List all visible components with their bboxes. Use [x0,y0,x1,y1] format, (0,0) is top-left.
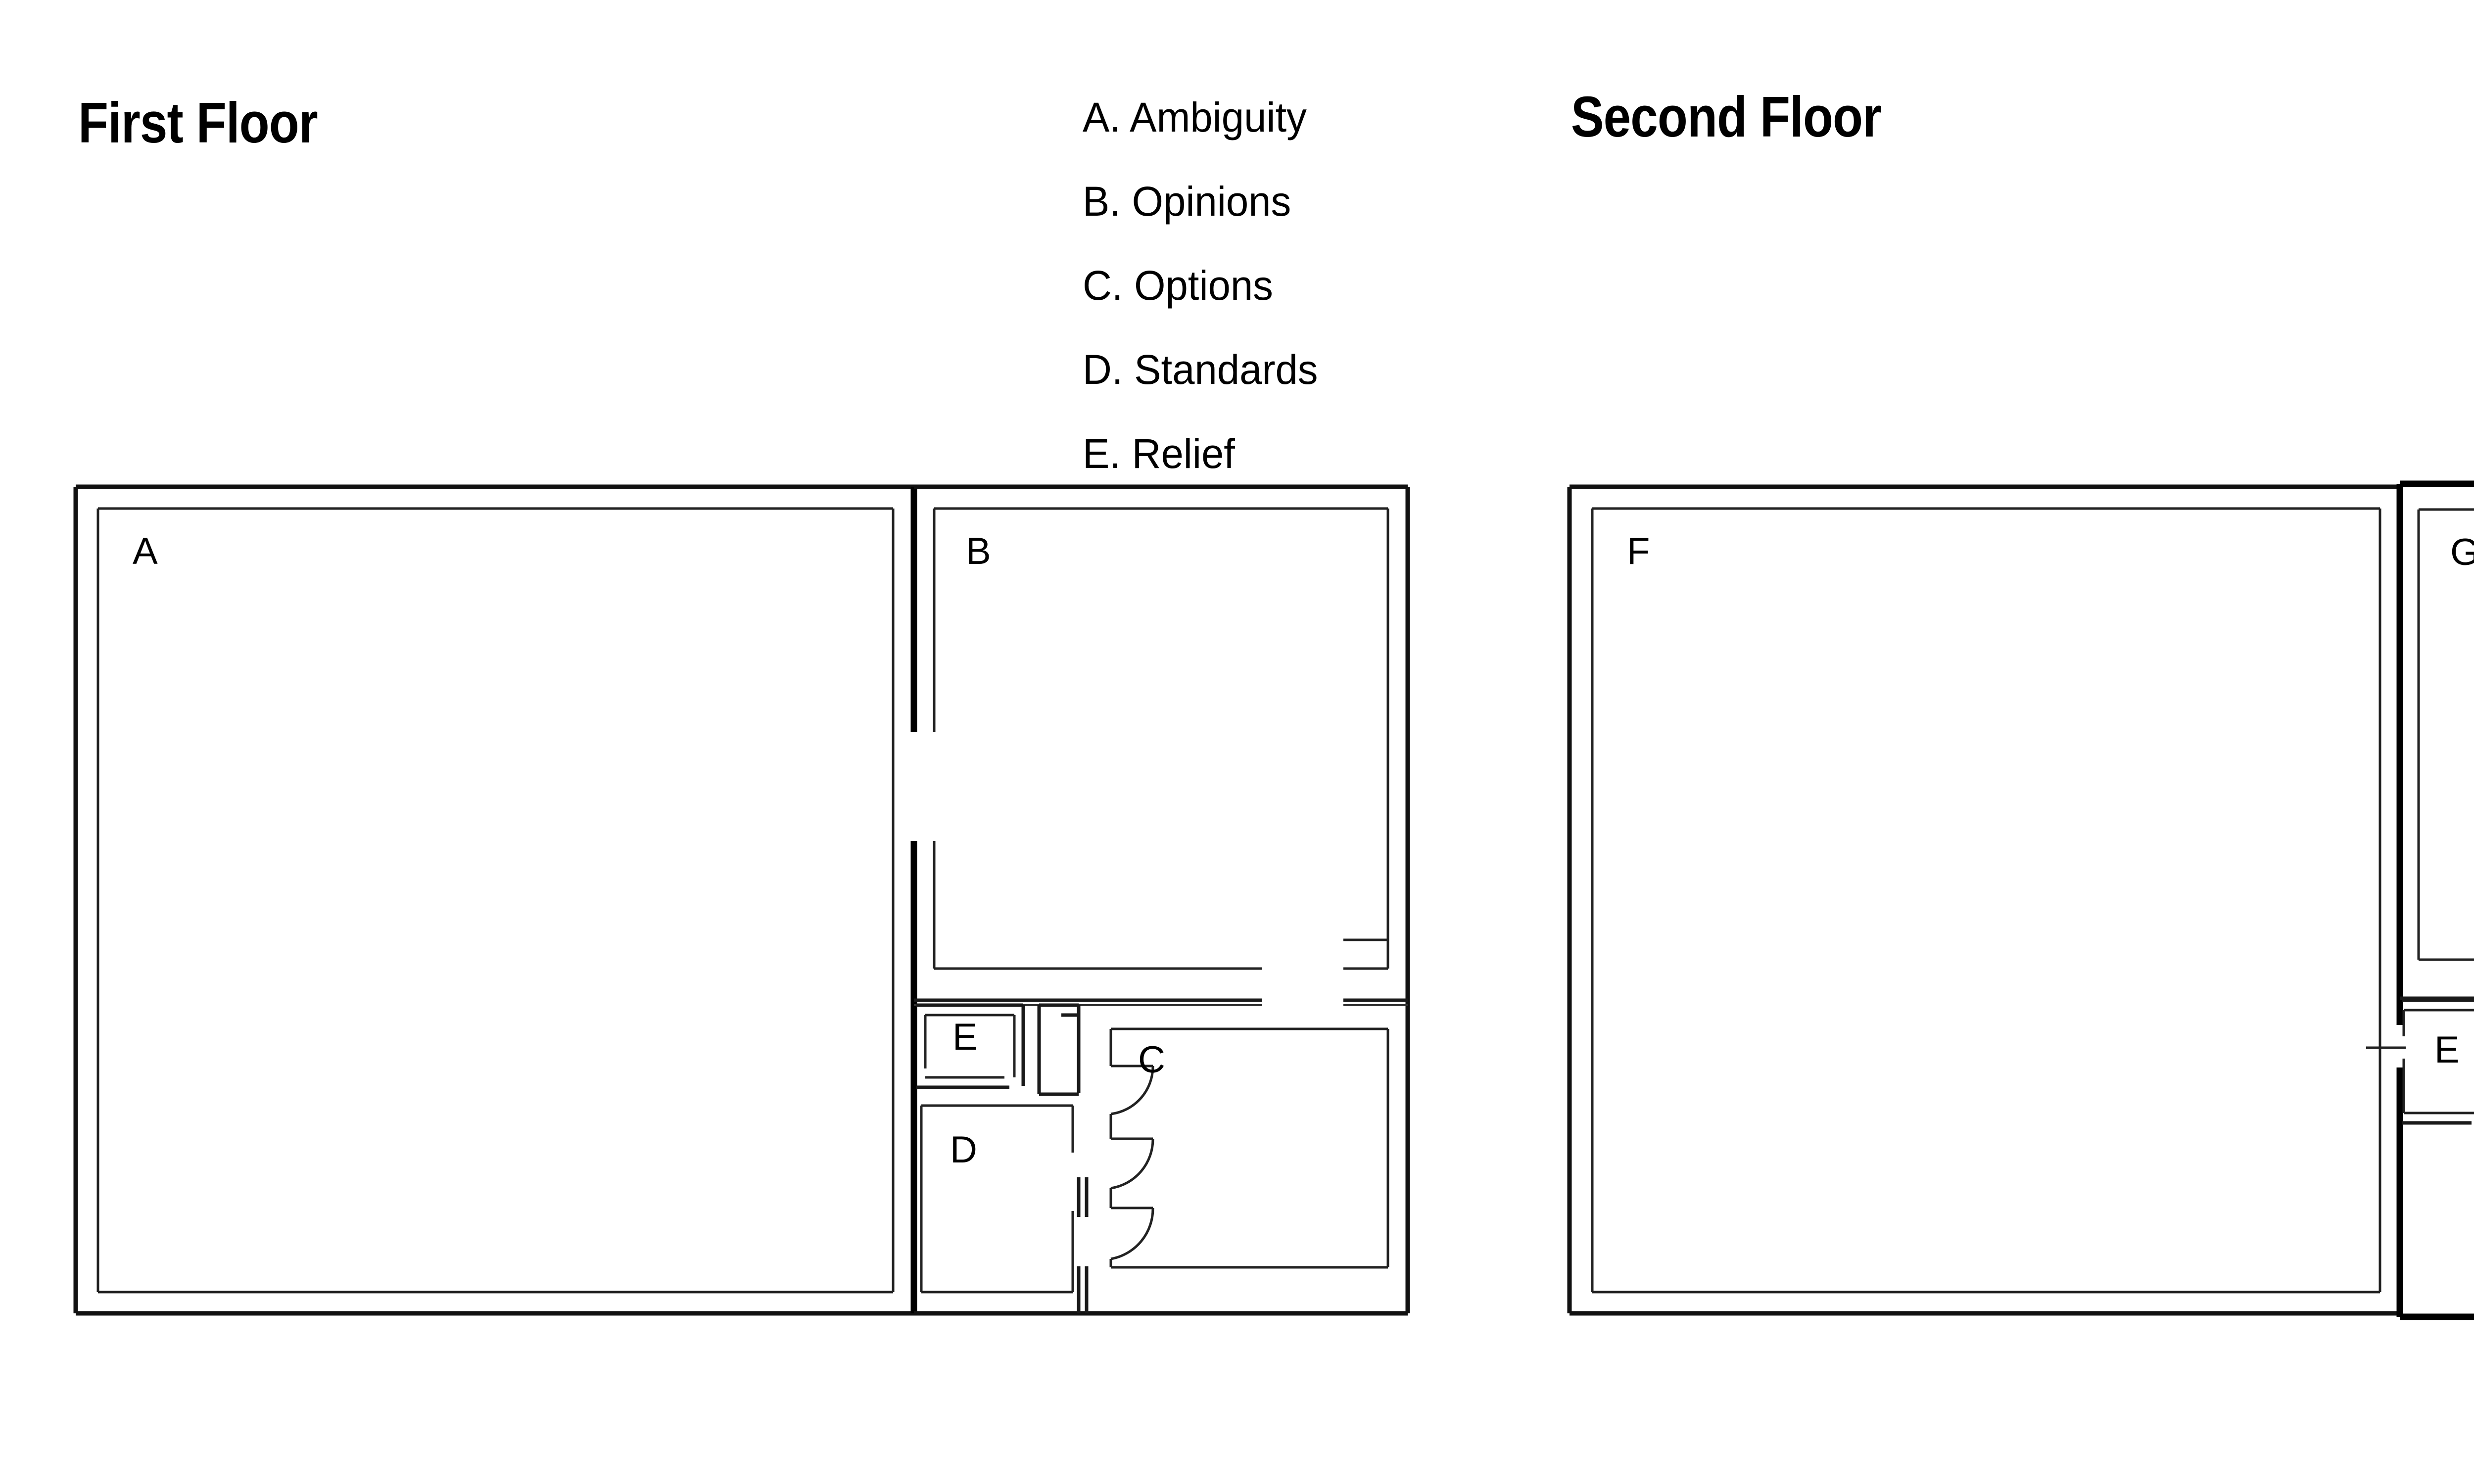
f2-right-envelope [2396,480,2474,1320]
legend-item-opinions: B. Opinions [1083,178,1291,225]
f1-c-door-2-swing-arc [1110,1138,1154,1190]
f1-outer-envelope [73,484,914,1316]
f1-room-e: E [916,1003,1025,1089]
f1-room-d: D [920,1104,1074,1294]
f1-c-door-1-swing-arc [1110,1066,1154,1115]
legend-item-relief: E. Relief [1083,430,1235,477]
first-floor-legend: A. Ambiguity B. Opinions C. Options D. S… [1083,75,1318,496]
f1-c-door-3-swing-arc [1110,1207,1154,1260]
f2-room-e: E [2366,998,2474,1125]
f2-room-g-label: G [2450,531,2474,573]
f2-room-f: F [1591,507,2381,1294]
legend-item-ambiguity: A. Ambiguity [1083,94,1307,140]
first-floor-plan: A B [73,484,1410,1316]
f1-right-envelope [914,484,1410,1316]
f1-room-b: B [933,507,1389,970]
f1-room-e-label: E [952,1016,978,1058]
f1-horizontal-divider [914,998,1408,1006]
f1-room-c-label: C [1138,1039,1165,1081]
f1-corridor-wall [1037,1003,1089,1313]
f1-room-d-label: D [950,1129,977,1171]
f1-room-c: C [1109,1027,1389,1269]
second-floor-title: Second Floor [1571,85,1882,149]
second-floor-plan: F G [1567,480,2474,1320]
f1-room-b-label: B [966,530,991,572]
f2-room-e-label: E [2434,1029,2460,1071]
f1-room-a-label: A [133,530,158,572]
f2-room-g: G [2417,508,2474,961]
f1-right-stubs [1343,938,1388,1030]
legend-item-options: C. Options [1083,262,1273,309]
f2-left-envelope [1567,484,2400,1316]
legend-item-standards: D. Standards [1083,346,1318,393]
f1-room-a: A [96,507,895,1294]
first-floor-title: First Floor [78,91,318,155]
f2-room-f-label: F [1627,530,1650,572]
